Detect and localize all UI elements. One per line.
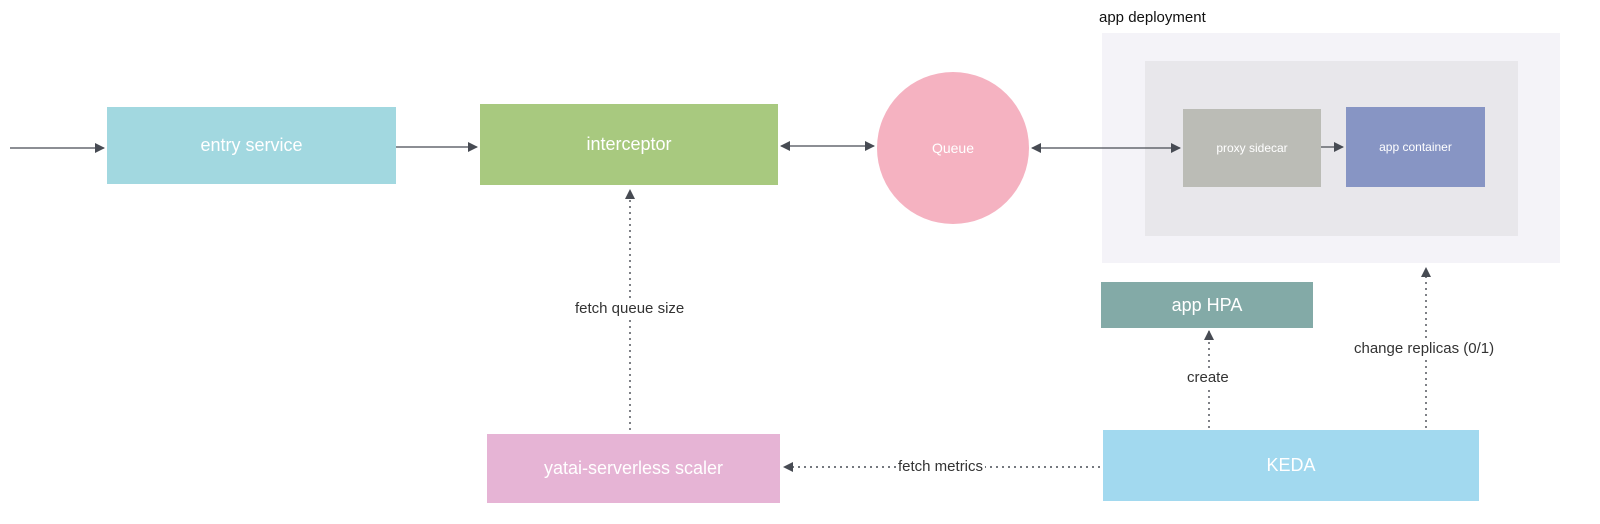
scaler-label: yatai-serverless scaler <box>543 458 724 478</box>
app-hpa-label: app HPA <box>1171 294 1243 315</box>
deployment-title: app deployment <box>1099 9 1206 26</box>
proxy-sidecar-label: proxy sidecar <box>1216 141 1288 155</box>
entry-service-label: entry service <box>200 135 303 155</box>
app-container-label: app container <box>1379 140 1452 154</box>
proxy-sidecar-node[interactable]: proxy sidecar <box>1183 109 1321 187</box>
scaler-node[interactable]: yatai-serverless scaler <box>487 434 780 503</box>
fetch-queue-size-label: fetch queue size <box>573 300 687 317</box>
change-replicas-label: change replicas (0/1) <box>1352 340 1497 357</box>
app-container-node[interactable]: app container <box>1346 107 1485 187</box>
interceptor-label: interceptor <box>586 134 672 154</box>
entry-service-node[interactable]: entry service <box>107 107 396 184</box>
interceptor-node[interactable]: interceptor <box>480 104 778 185</box>
create-label: create <box>1185 369 1231 386</box>
keda-label: KEDA <box>1266 455 1316 475</box>
queue-label: Queue <box>931 140 975 156</box>
fetch-metrics-label: fetch metrics <box>896 458 986 475</box>
app-hpa-node[interactable]: app HPA <box>1101 282 1313 328</box>
keda-node[interactable]: KEDA <box>1103 430 1479 501</box>
queue-node[interactable]: Queue <box>877 72 1029 224</box>
